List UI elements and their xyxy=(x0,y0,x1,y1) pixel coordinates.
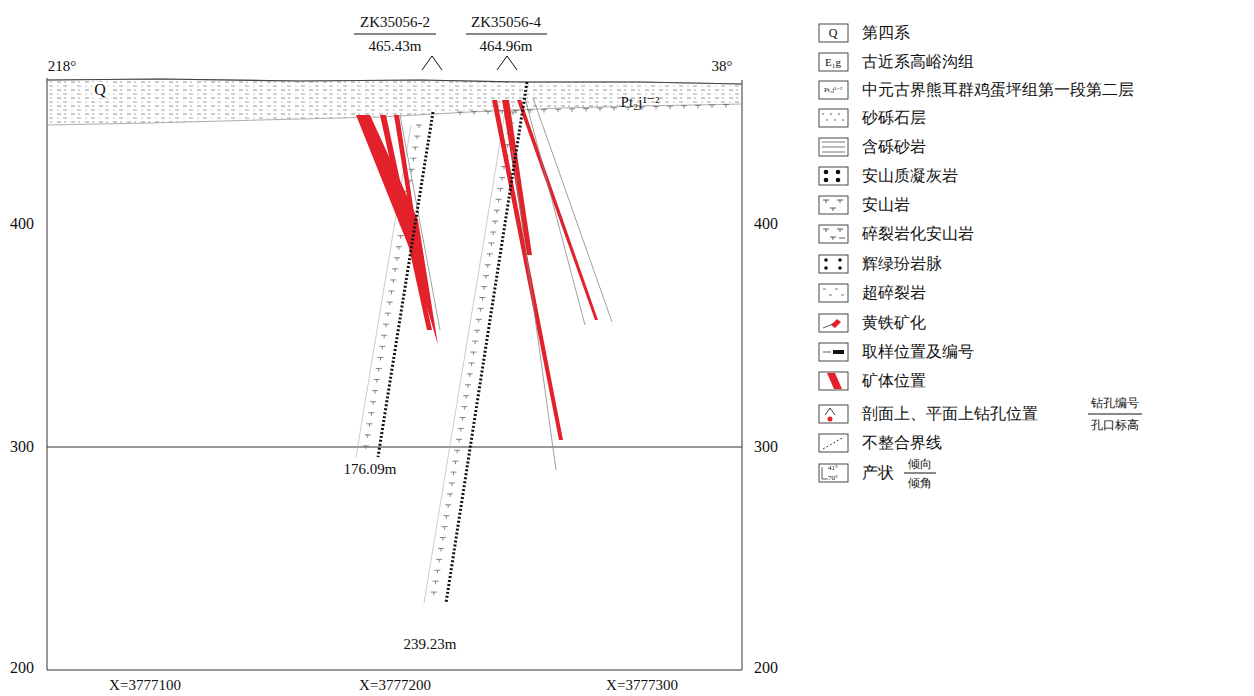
stratum-code: Pt₂j¹⁻² xyxy=(621,95,660,110)
section-bearing: 218° xyxy=(48,59,77,74)
section-frame xyxy=(47,78,742,670)
legend-text: 取样位置及编号 xyxy=(862,344,974,360)
legend-sample xyxy=(819,196,848,214)
legend-fraction: 钻孔编号 xyxy=(1091,397,1139,409)
legend-text: 产状 xyxy=(862,465,894,481)
legend-sample xyxy=(819,167,848,185)
legend-text: 超碎裂岩 xyxy=(862,285,926,301)
legend-fraction: 倾角 xyxy=(908,477,932,489)
legend-sample xyxy=(819,138,848,156)
ground-surface xyxy=(47,79,742,84)
collar-elevation: 465.43m xyxy=(369,39,422,54)
drill-hole-marker xyxy=(354,34,547,70)
legend-text: 安山质凝灰岩 xyxy=(862,168,958,184)
ore-bodies xyxy=(356,100,598,440)
legend-code: E₁g xyxy=(825,57,841,68)
legend-sample xyxy=(819,405,848,423)
collar-elevation: 464.96m xyxy=(480,39,533,54)
legend-samples xyxy=(819,24,848,482)
coordinate-label: X=3777100 xyxy=(109,678,181,693)
section-bearing: 38° xyxy=(712,59,733,74)
legend-sample xyxy=(819,284,848,302)
elevation-label: 200 xyxy=(754,660,778,676)
legend-sample xyxy=(819,24,848,42)
coordinate-label: X=3777200 xyxy=(359,678,431,693)
legend-text: 安山岩 xyxy=(862,197,910,213)
fraction-line xyxy=(1088,414,1142,415)
drill-hole-number: ZK35056-2 xyxy=(360,15,430,30)
legend-sample xyxy=(819,314,848,332)
elevation-label: 200 xyxy=(10,660,34,676)
legend-text: 黄铁矿化 xyxy=(862,315,926,331)
legend-text: 含砾砂岩 xyxy=(862,139,926,155)
legend-text: 剖面上、平面上钻孔位置 xyxy=(862,406,1038,422)
drill-hole-number: ZK35056-4 xyxy=(471,15,541,30)
legend-fraction: 倾向 xyxy=(908,458,932,470)
legend-code: 70° xyxy=(828,475,838,482)
legend-text: 中元古界熊耳群鸡蛋坪组第一段第二层 xyxy=(862,82,1134,98)
legend-text: 碎裂岩化安山岩 xyxy=(862,226,974,242)
legend-swatch xyxy=(827,373,842,389)
legend-sample xyxy=(819,434,848,452)
legend-text: 第四系 xyxy=(862,25,910,41)
legend-code: Q xyxy=(829,27,838,39)
coordinate-label: X=3777300 xyxy=(606,678,678,693)
legend-sample xyxy=(819,53,848,71)
drill-hole-trace xyxy=(378,82,527,603)
hole-depth: 239.23m xyxy=(404,637,457,652)
legend-text: 不整合界线 xyxy=(862,435,942,451)
legend-text: 古近系高峪沟组 xyxy=(862,54,974,70)
legend-text: 矿体位置 xyxy=(862,373,926,389)
legend-sample xyxy=(819,343,848,361)
legend-sample xyxy=(819,109,848,127)
legend-fraction: 孔口标高 xyxy=(1091,419,1139,431)
stratum-code: Q xyxy=(92,82,108,98)
fraction-line xyxy=(904,473,936,474)
legend-code: Pt₂j¹⁻² xyxy=(824,87,842,94)
legend-sample xyxy=(819,372,848,390)
elevation-label: 400 xyxy=(754,216,778,232)
legend-text: 砂砾石层 xyxy=(862,110,926,126)
elevation-label: 400 xyxy=(10,216,34,232)
legend-sample xyxy=(819,81,848,99)
legend-sample xyxy=(819,464,848,482)
legend-code: 41° xyxy=(828,465,838,472)
legend-text: 辉绿玢岩脉 xyxy=(862,256,942,272)
elevation-label: 300 xyxy=(10,439,34,455)
legend-sample xyxy=(819,225,848,243)
hole-depth: 176.09m xyxy=(344,462,397,477)
legend-sample xyxy=(819,255,848,273)
fault-lines xyxy=(400,98,612,470)
elevation-label: 300 xyxy=(754,439,778,455)
